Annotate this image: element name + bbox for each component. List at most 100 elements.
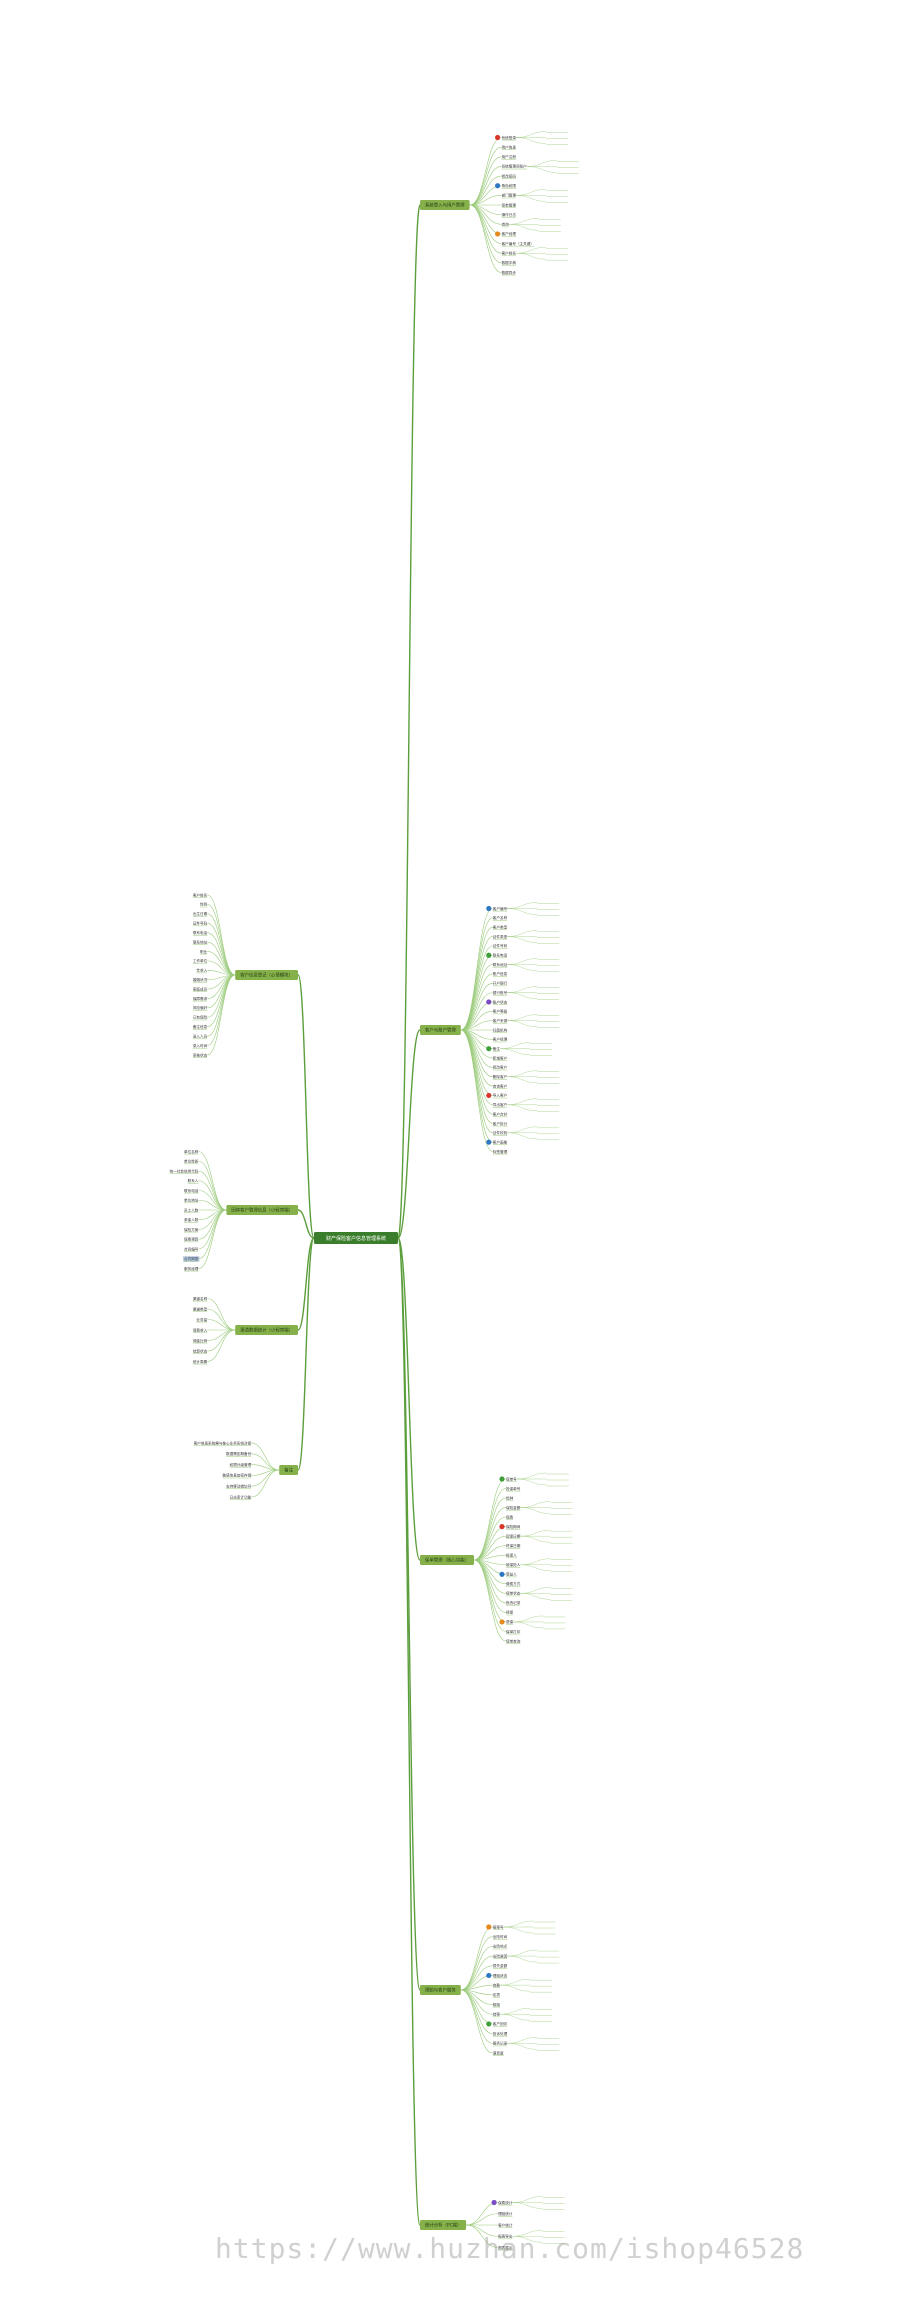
leaf-node[interactable]: 保费预算	[184, 1237, 199, 1243]
leaf-node[interactable]: 保险方案	[184, 1227, 199, 1233]
leaf-node[interactable]: 客户经理	[492, 1037, 508, 1043]
leaf-node[interactable]: 修改客户	[492, 1065, 508, 1071]
branch-node[interactable]: 系统登入与用户管理	[420, 200, 470, 210]
leaf-node[interactable]: 删除客户	[492, 1074, 508, 1080]
leaf-node[interactable]: 险种	[506, 1495, 514, 1501]
leaf-node[interactable]: 单位地址	[184, 1198, 199, 1204]
leaf-node[interactable]: 开户银行	[492, 981, 508, 987]
leaf-node[interactable]: 证件校验	[492, 1130, 508, 1136]
leaf-node[interactable]: 导入客户	[486, 1093, 508, 1099]
leaf-node[interactable]: 操作日志	[501, 212, 517, 218]
branch-node[interactable]: 备注	[279, 1465, 298, 1475]
leaf-node[interactable]: 被保险人	[506, 1562, 521, 1568]
leaf-node[interactable]: 菜单管理	[501, 202, 517, 208]
leaf-node[interactable]: 佣金比例	[192, 1338, 208, 1344]
leaf-node[interactable]: 终保日期	[506, 1543, 521, 1549]
leaf-node[interactable]: 保单状态	[506, 1591, 521, 1597]
leaf-node[interactable]: 理赔统计	[498, 2211, 513, 2217]
leaf-node[interactable]: 起保日期	[506, 1533, 521, 1540]
branch-node[interactable]: 客户信息登记（心情模块）	[235, 970, 298, 980]
leaf-node[interactable]: 数据字典	[501, 260, 517, 266]
leaf-node[interactable]: 服务记录	[492, 2041, 508, 2047]
leaf-node[interactable]: 渠道名称	[192, 1296, 208, 1302]
leaf-node[interactable]: 参保人数	[184, 1217, 199, 1223]
leaf-node[interactable]: 业务量	[196, 1317, 208, 1323]
branch-node[interactable]: 统计分析（PC端）	[420, 2220, 467, 2230]
leaf-node[interactable]: 证件号码	[192, 921, 208, 927]
leaf-node[interactable]: 单位名称	[184, 1149, 199, 1155]
leaf-node[interactable]: 录入时间	[192, 1043, 208, 1049]
leaf-node[interactable]: 数据需定期备份	[226, 1451, 252, 1457]
leaf-node[interactable]: 客户合并	[492, 1111, 508, 1117]
leaf-node[interactable]: 客户编号	[486, 906, 508, 912]
leaf-node[interactable]: 保单号	[499, 1476, 517, 1482]
leaf-node[interactable]: 账户状态	[486, 999, 508, 1005]
leaf-node[interactable]: 理赔状态	[486, 1973, 508, 1979]
leaf-node[interactable]: 导出客户	[492, 1102, 508, 1108]
leaf-node[interactable]: 归属机构	[492, 1027, 508, 1033]
leaf-node[interactable]: 续保	[506, 1610, 514, 1616]
leaf-node[interactable]: 客户来源	[492, 1018, 508, 1024]
leaf-node[interactable]: 结案	[492, 2012, 501, 2018]
leaf-node[interactable]: 联系电话	[184, 1188, 199, 1194]
leaf-node[interactable]: 查询客户	[492, 1083, 508, 1089]
leaf-node[interactable]: 用户注册	[501, 154, 517, 160]
leaf-node[interactable]: 证件号码	[492, 943, 508, 949]
leaf-node[interactable]: 客户类型	[492, 924, 508, 931]
leaf-node[interactable]: 审核状态	[192, 1052, 208, 1058]
leaf-node[interactable]: 敏感信息加密存储	[222, 1473, 252, 1479]
leaf-node[interactable]: 受益人	[499, 1572, 517, 1578]
leaf-node[interactable]: 报案号	[486, 1924, 504, 1930]
leaf-node[interactable]: 工作单位	[192, 958, 208, 964]
branch-node[interactable]: 渠道数据统计（小程序端）	[235, 1325, 298, 1335]
leaf-node[interactable]: 图表展示	[498, 2245, 513, 2251]
leaf-node[interactable]: 保单查询	[506, 1638, 521, 1644]
branch-node[interactable]: 理赔与客户服务	[420, 1985, 461, 1995]
leaf-node[interactable]: 联系电话	[192, 930, 208, 936]
leaf-node[interactable]: 新增客户	[492, 1055, 508, 1061]
leaf-node[interactable]: 投保人	[506, 1553, 517, 1559]
leaf-node[interactable]: 渠道类型	[192, 1306, 208, 1312]
leaf-node[interactable]: 角色权限	[495, 183, 516, 189]
leaf-node[interactable]: 修改密码	[501, 173, 517, 179]
leaf-node[interactable]: 部门管理	[501, 193, 517, 199]
leaf-node[interactable]: 保费收入	[192, 1327, 208, 1333]
leaf-node[interactable]: 客户统计	[498, 2222, 513, 2228]
leaf-node[interactable]: 数据同步	[501, 270, 517, 276]
leaf-node[interactable]: 单位性质	[184, 1159, 199, 1165]
branch-node[interactable]: 保单管理（核心功能）	[420, 1555, 474, 1565]
leaf-node[interactable]: 证件类型	[492, 934, 508, 940]
leaf-node[interactable]: 客户经理	[495, 231, 516, 237]
leaf-node[interactable]: 保费	[506, 1514, 514, 1520]
leaf-node[interactable]: 出险地点	[492, 1944, 508, 1950]
leaf-node[interactable]: 账户信息	[492, 971, 508, 977]
leaf-node[interactable]: 损失金额	[492, 1963, 508, 1969]
leaf-node[interactable]: 投诉处理	[492, 2031, 508, 2037]
leaf-node[interactable]: 权限分级管理	[229, 1462, 252, 1468]
leaf-node[interactable]: 合同编号	[184, 1246, 199, 1252]
leaf-node[interactable]: 保障需求	[192, 996, 208, 1002]
leaf-node[interactable]: 定损	[492, 1992, 501, 1998]
leaf-node[interactable]: 保费统计	[491, 2200, 513, 2206]
leaf-node[interactable]: 客户名称	[492, 915, 508, 921]
leaf-node[interactable]: 客户信息系统需与核心业务系统对接	[193, 1440, 252, 1446]
leaf-node[interactable]: 联系地址	[492, 962, 508, 968]
leaf-node[interactable]: 批改记录	[506, 1600, 521, 1606]
leaf-node[interactable]: 联系人	[187, 1178, 199, 1184]
leaf-node[interactable]: 保单打印	[506, 1629, 521, 1635]
leaf-node[interactable]: 备注信息	[192, 1024, 208, 1030]
leaf-node[interactable]: 客户姓名	[192, 892, 208, 898]
leaf-node[interactable]: 服务经理	[184, 1266, 199, 1272]
leaf-node[interactable]: 客户拆分	[492, 1121, 508, 1127]
leaf-node[interactable]: 保险金额	[506, 1505, 521, 1511]
leaf-node[interactable]: 员工人数	[184, 1207, 199, 1213]
leaf-node[interactable]: 银行账号	[492, 990, 508, 996]
leaf-node[interactable]: 满意度	[492, 2050, 504, 2056]
leaf-node[interactable]: 年收入	[196, 968, 208, 974]
leaf-node[interactable]: 出险时间	[492, 1934, 508, 1940]
leaf-node[interactable]: 保险期间	[499, 1524, 521, 1530]
leaf-node[interactable]: 职业	[200, 949, 208, 955]
leaf-node[interactable]: 客户画像	[486, 1139, 508, 1146]
leaf-node[interactable]: 日志审计功能	[229, 1494, 252, 1500]
leaf-node[interactable]: 客户回访	[486, 2021, 508, 2027]
